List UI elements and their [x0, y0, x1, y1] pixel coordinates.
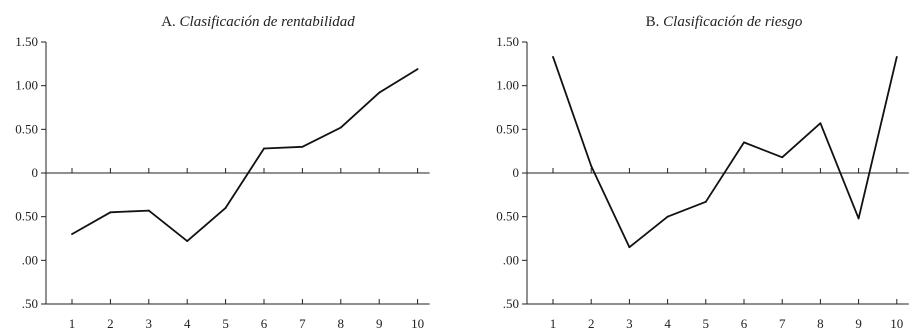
y-tick-label: .50: [503, 296, 519, 311]
y-tick-label: 0.50: [15, 209, 38, 224]
data-point: [378, 91, 381, 94]
data-point: [819, 122, 822, 125]
x-tick-label: 3: [146, 316, 153, 331]
y-tick-label: 0: [32, 165, 39, 180]
data-point: [224, 207, 227, 209]
data-point: [857, 217, 860, 220]
data-point: [704, 200, 707, 203]
chart-riesgo: B. Clasificación de riesgo 1.501.000.500…: [496, 14, 909, 331]
data-point: [186, 240, 189, 243]
data-point: [781, 156, 784, 159]
data-point: [552, 55, 554, 58]
y-tick-label: 1.50: [15, 34, 38, 49]
data-point: [339, 126, 342, 129]
y-tick-label: 0.50: [15, 121, 38, 136]
x-tick-label: 3: [626, 316, 633, 331]
x-tick-label: 7: [779, 316, 786, 331]
data-point: [628, 246, 631, 249]
data-point: [301, 145, 304, 148]
data-point: [109, 211, 112, 214]
chart-title: A. Clasificación de rentabilidad: [161, 14, 355, 30]
y-tick-label: 0.50: [496, 121, 519, 136]
y-tick-label: 1.00: [496, 78, 519, 93]
x-tick-label: 1: [550, 316, 557, 331]
data-point: [71, 233, 73, 236]
data-point: [895, 55, 898, 58]
data-point: [666, 215, 669, 218]
x-tick-label: 6: [261, 316, 268, 331]
x-tick-label: 2: [107, 316, 114, 331]
data-point: [263, 147, 265, 150]
x-tick-label: 9: [855, 316, 862, 331]
data-point: [590, 165, 593, 167]
y-tick-label: 0: [513, 165, 520, 180]
x-tick-label: 4: [184, 316, 191, 331]
x-tick-label: 10: [411, 316, 424, 331]
x-tick-label: 1: [69, 316, 76, 331]
x-tick-label: 5: [222, 316, 229, 331]
y-tick-label: 0.50: [496, 209, 519, 224]
x-tick-label: 2: [588, 316, 595, 331]
y-tick-label: 1.00: [15, 78, 38, 93]
x-tick-label: 5: [703, 316, 710, 331]
x-tick-label: 4: [664, 316, 671, 331]
y-tick-label: .00: [22, 252, 38, 267]
y-tick-label: .00: [503, 252, 519, 267]
data-point: [416, 68, 419, 70]
series-line: [71, 68, 419, 243]
x-tick-label: 6: [741, 316, 748, 331]
x-tick-label: 8: [817, 316, 824, 331]
y-tick-label: .50: [22, 296, 38, 311]
x-tick-label: 10: [890, 316, 903, 331]
chart-rentabilidad: A. Clasificación de rentabilidad 1.501.0…: [15, 14, 430, 331]
x-tick-label: 8: [338, 316, 345, 331]
chart-title: B. Clasificación de riesgo: [646, 14, 803, 30]
series-line: [552, 56, 898, 249]
x-tick-label: 9: [376, 316, 383, 331]
data-point: [147, 209, 150, 212]
x-tick-label: 7: [299, 316, 306, 331]
y-tick-label: 1.50: [496, 34, 519, 49]
data-point: [743, 141, 745, 144]
